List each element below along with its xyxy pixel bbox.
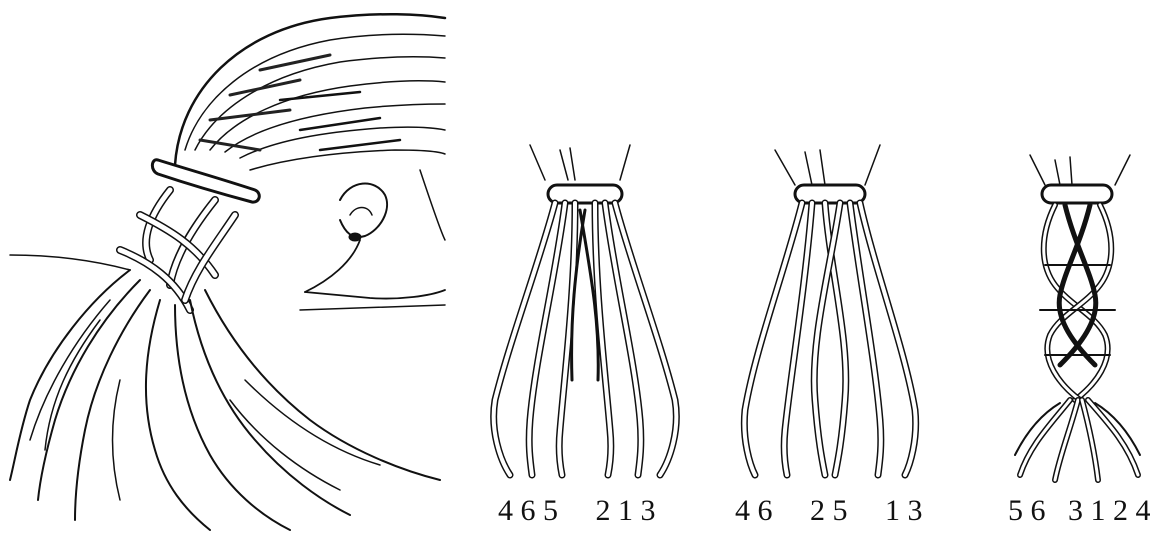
braid-step-1-drawing: [480, 140, 700, 490]
braid-step-2-drawing: [730, 140, 930, 490]
braid-step-3-drawing: [1000, 145, 1150, 490]
strand-labels-step-2: 4 6 2 5 1 3: [735, 494, 923, 528]
strand-labels-step-1: 4 6 5 2 1 3: [498, 494, 656, 528]
strand-labels-step-3: 5 6 3 1 2 4: [1008, 494, 1150, 528]
head-braid-drawing: [0, 0, 450, 539]
